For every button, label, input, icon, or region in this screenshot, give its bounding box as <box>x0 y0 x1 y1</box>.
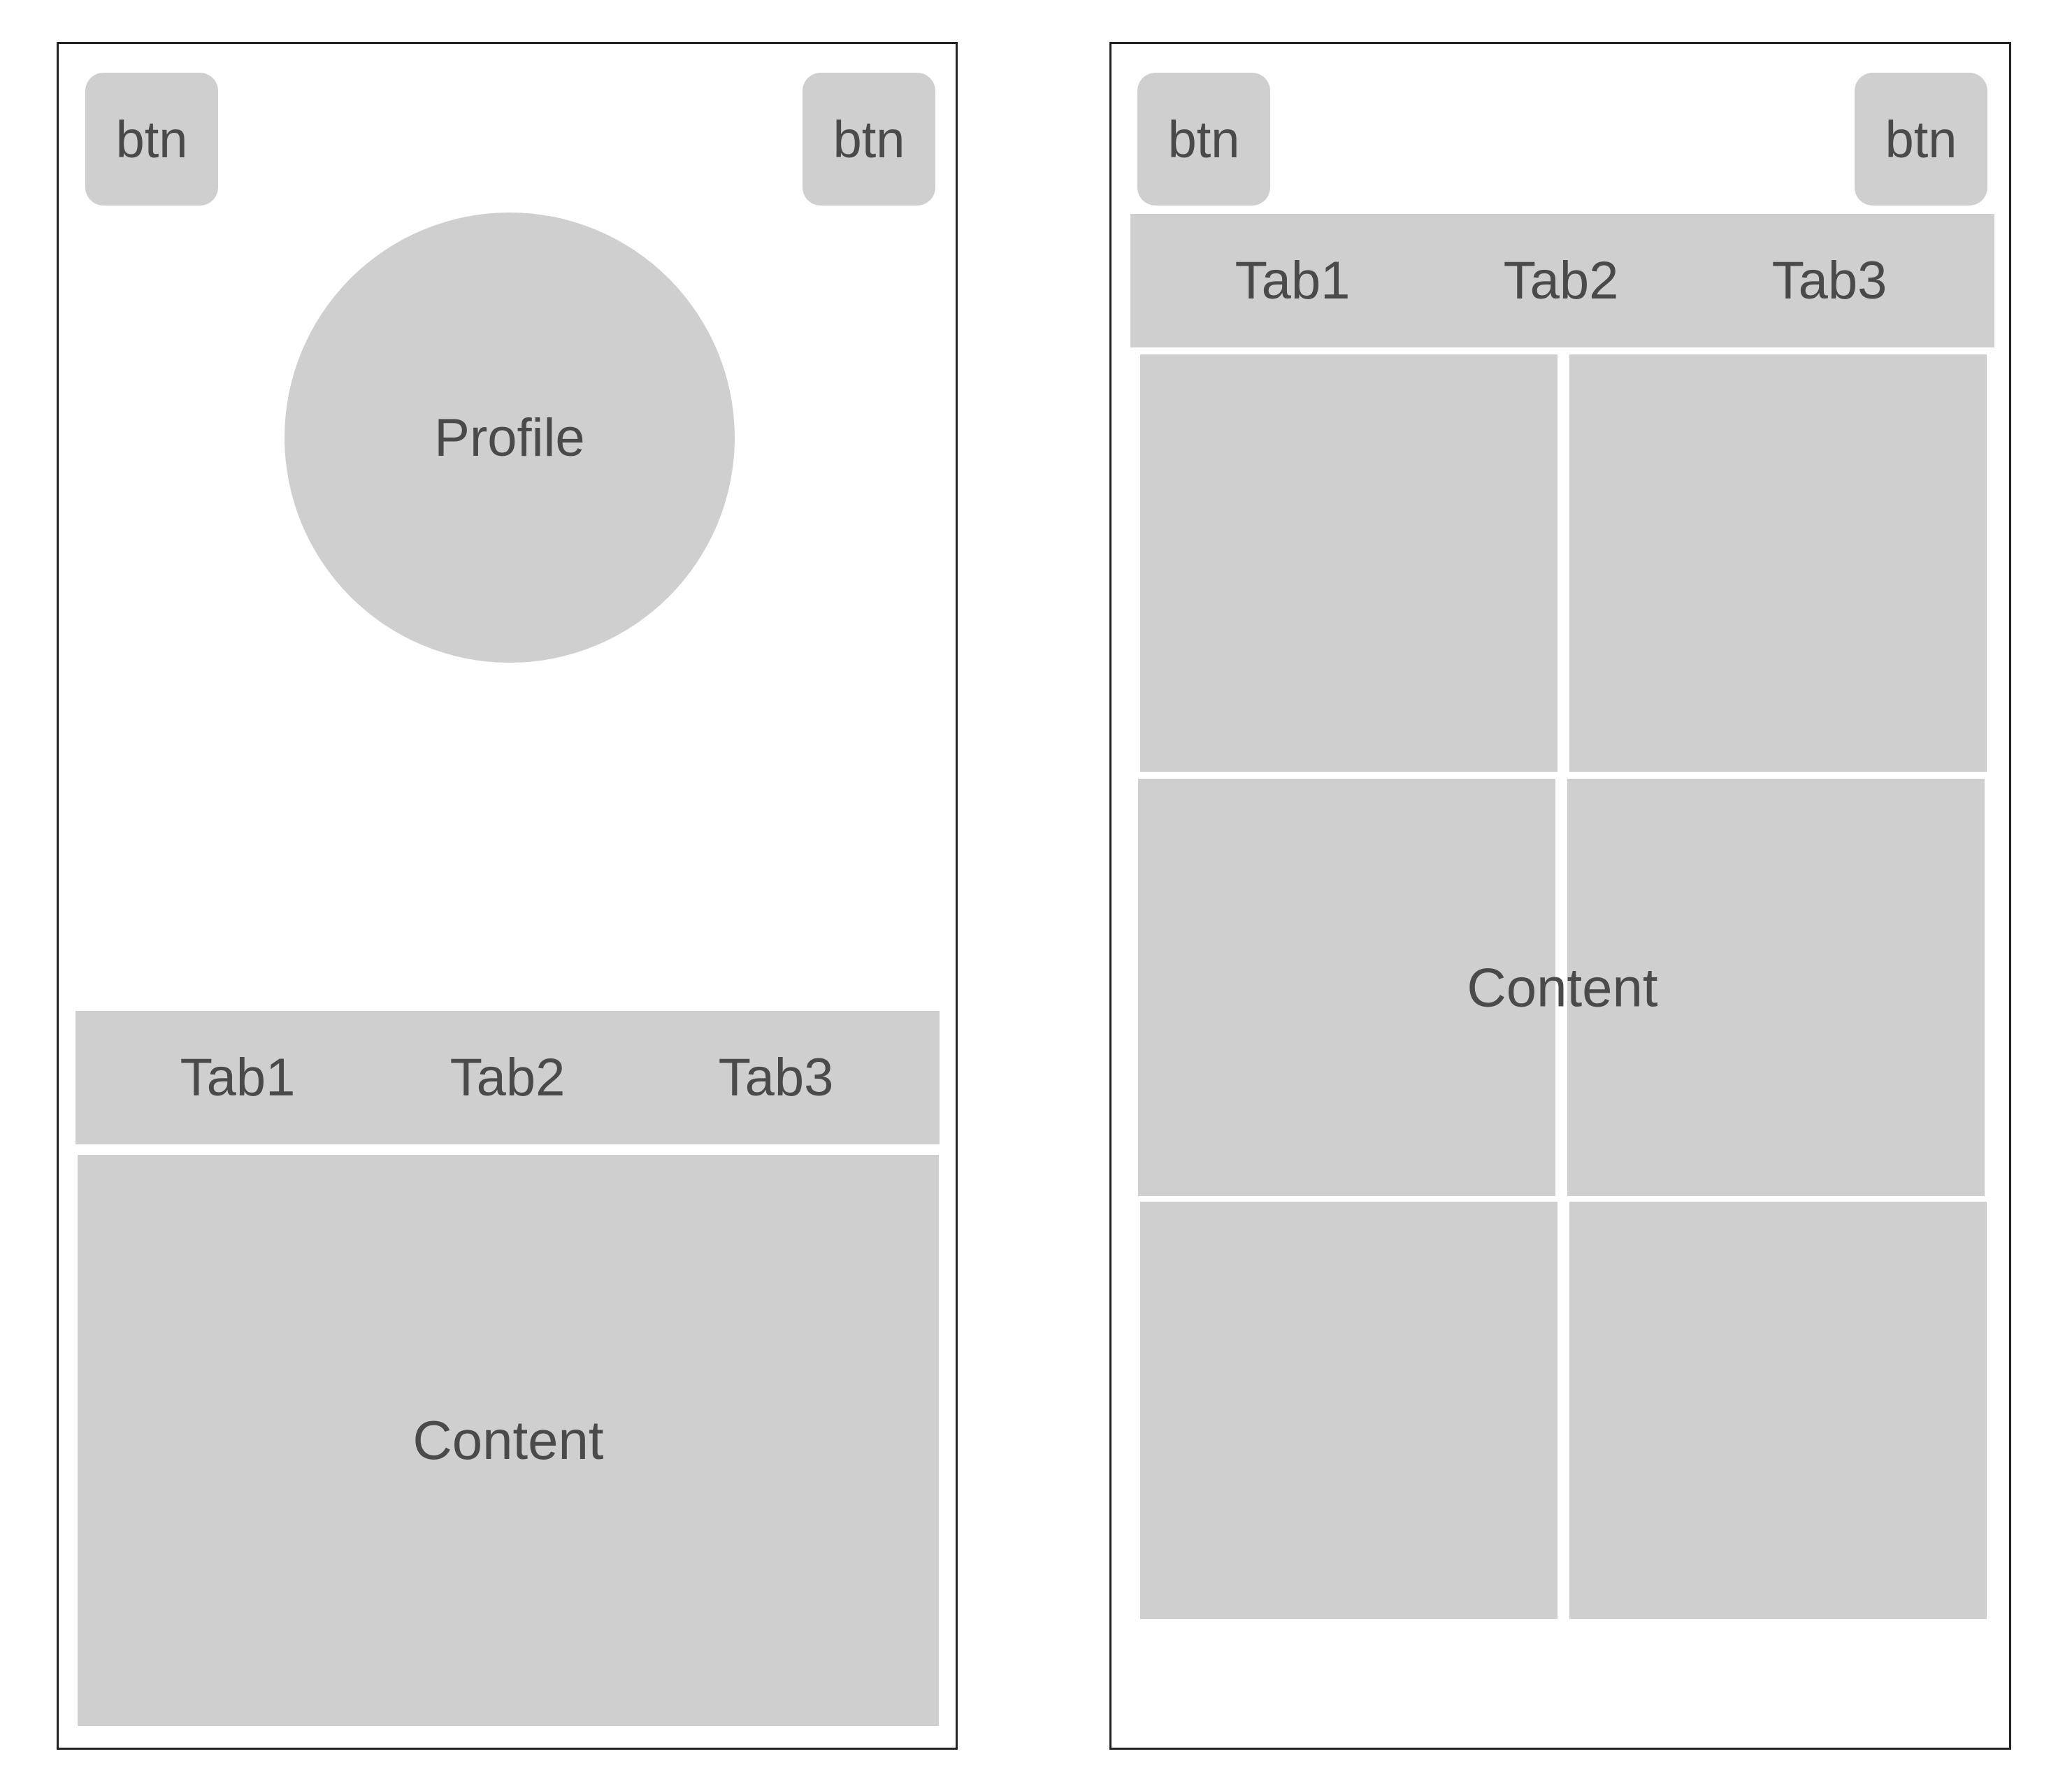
right-tab-bar: Tab1 Tab2 Tab3 <box>1130 214 1994 347</box>
grid-tile <box>1569 354 1987 772</box>
grid-tile <box>1140 1202 1557 1619</box>
grid-tile <box>1567 779 1985 1196</box>
left-tab-2[interactable]: Tab2 <box>449 1048 566 1107</box>
left-top-left-button[interactable]: btn <box>85 73 218 206</box>
left-top-right-button[interactable]: btn <box>803 73 935 206</box>
right-wireframe: btn btn Tab1 Tab2 Tab3 Content <box>1109 42 2011 1750</box>
right-tab-3[interactable]: Tab3 <box>1771 251 1887 310</box>
left-wireframe: btn btn Profile Tab1 Tab2 Tab3 Content <box>57 42 958 1750</box>
right-top-right-button[interactable]: btn <box>1855 73 1987 206</box>
right-content-label: Content <box>1467 956 1658 1019</box>
profile-avatar: Profile <box>285 213 735 663</box>
left-tab-1[interactable]: Tab1 <box>180 1048 296 1107</box>
right-tab-1[interactable]: Tab1 <box>1235 251 1351 310</box>
left-content-area: Content <box>78 1155 939 1726</box>
grid-tile <box>1140 354 1557 772</box>
left-tab-bar: Tab1 Tab2 Tab3 <box>75 1011 940 1144</box>
grid-tile <box>1569 1202 1987 1619</box>
right-top-left-button[interactable]: btn <box>1137 73 1270 206</box>
grid-tile <box>1138 779 1555 1196</box>
right-tab-2[interactable]: Tab2 <box>1503 251 1619 310</box>
left-tab-3[interactable]: Tab3 <box>718 1048 834 1107</box>
